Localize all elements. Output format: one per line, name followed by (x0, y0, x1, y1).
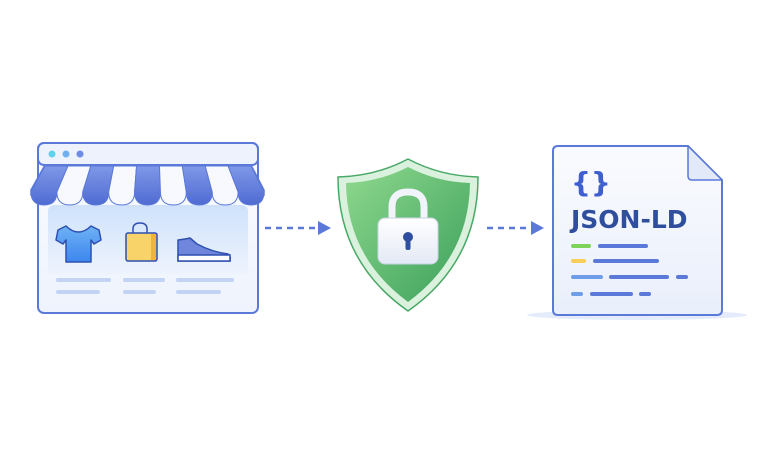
window-dot-icon (62, 150, 70, 158)
document-title: JSON-LD (569, 205, 688, 234)
shopping-bag-icon (125, 222, 158, 262)
security-shield-icon (337, 158, 479, 312)
placeholder-text-lines (56, 278, 234, 294)
storefront-icon (30, 142, 265, 314)
arrow-right-icon (265, 221, 331, 235)
awning-stripe (227, 165, 265, 206)
sneaker-icon (177, 237, 231, 262)
window-dot-icon (48, 150, 56, 158)
tshirt-icon (55, 225, 102, 263)
code-braces-icon: {} (571, 166, 611, 199)
awning-stripe (134, 165, 161, 206)
code-lines (571, 244, 688, 296)
json-ld-document-icon: {} JSON-LD (527, 145, 747, 320)
awning (30, 164, 265, 206)
awning-stripe (158, 165, 187, 206)
window-dot-icon (76, 150, 84, 158)
arrow-right-icon (487, 221, 544, 235)
padlock-icon (377, 188, 439, 265)
awning-stripe (108, 165, 138, 206)
